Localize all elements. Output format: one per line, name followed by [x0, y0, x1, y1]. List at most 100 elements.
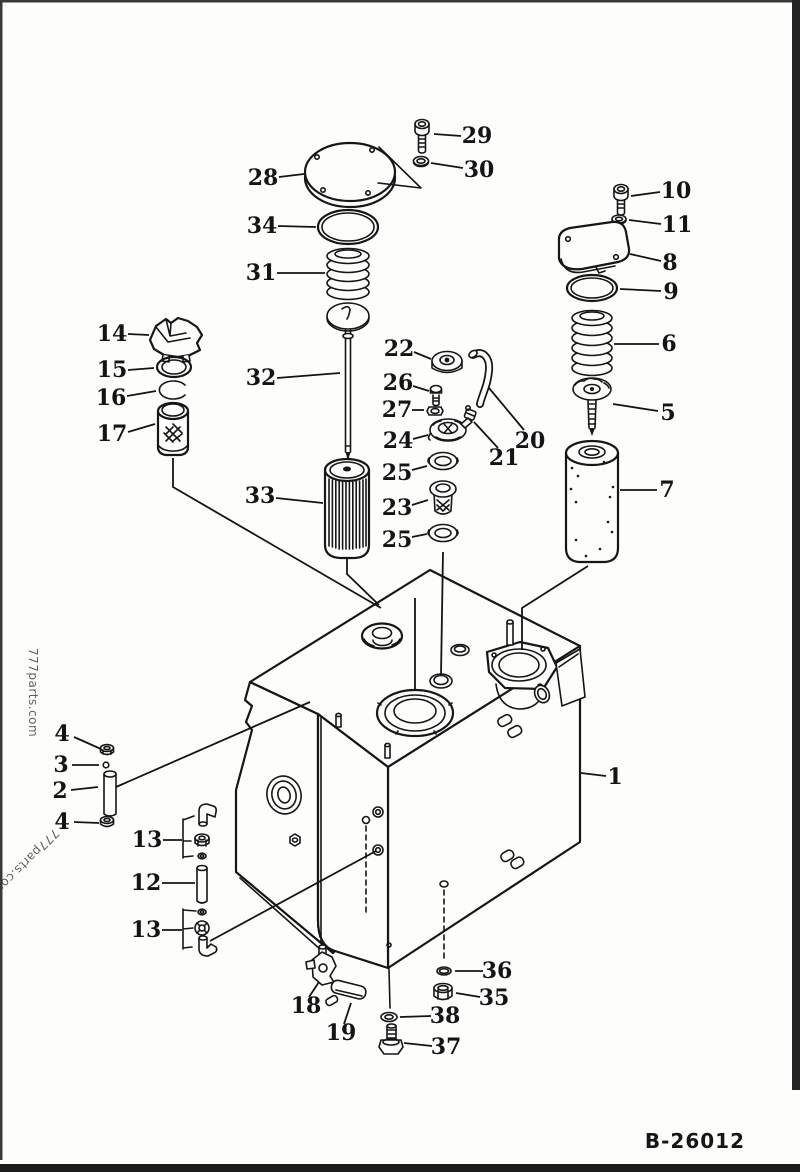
o-ring-34 — [316, 208, 380, 246]
callout-leader-line — [411, 499, 429, 506]
callout-number: 22 — [384, 336, 415, 362]
spring-31 — [326, 247, 370, 301]
mounting-stud — [335, 712, 342, 728]
callout-number: 26 — [383, 370, 414, 396]
bolt-26 — [429, 384, 443, 407]
callout-part-2: 2 — [52, 778, 99, 804]
panel-flange — [266, 775, 302, 815]
callout-leader-line — [473, 421, 499, 449]
callout-part-4: 4 — [54, 721, 102, 750]
tube-12 — [196, 864, 208, 904]
callout-part-35: 35 — [455, 985, 509, 1011]
assembly-lines — [115, 458, 589, 942]
callout-part-18: 18 — [291, 981, 322, 1019]
callout-part-12: 12 — [131, 870, 195, 896]
callout-number: 27 — [382, 397, 413, 423]
callout-part-34: 34 — [247, 213, 317, 239]
callout-number: 36 — [482, 958, 513, 984]
bolt-37 — [378, 1023, 404, 1055]
callout-leader-line — [628, 219, 662, 225]
callout-number: 33 — [245, 483, 276, 509]
callout-leader-line — [276, 372, 341, 379]
callout-leader-line — [126, 390, 157, 397]
fitting-group-13-upper — [182, 803, 217, 860]
callout-number: 21 — [489, 445, 520, 471]
cover-plate-28 — [303, 141, 422, 209]
dipstick-32 — [326, 302, 370, 461]
callout-part-17: 17 — [97, 421, 156, 447]
breather-valve-24 — [427, 417, 473, 442]
callout-leader-line — [619, 288, 662, 292]
callout-number: 4 — [54, 721, 69, 747]
bolt-10 — [613, 183, 629, 216]
hydraulic-tank-body — [234, 568, 586, 1009]
drain-port — [439, 880, 449, 888]
callout-number: 5 — [660, 400, 675, 426]
callout-layer: 2930283431323310118965714151617222627242… — [52, 123, 692, 1060]
gasket-25-lower — [427, 523, 459, 543]
callout-part-4: 4 — [54, 809, 100, 835]
nut-4-lower — [99, 815, 115, 828]
drain-valve-18 — [305, 944, 337, 986]
callout-number: 8 — [662, 250, 677, 276]
callout-part-13: 13 — [131, 917, 182, 943]
callout-part-13: 13 — [132, 827, 182, 853]
callout-leader-line — [70, 786, 99, 791]
filler-cap-14 — [148, 316, 204, 363]
callout-part-31: 31 — [246, 260, 325, 286]
callout-part-37: 37 — [403, 1034, 461, 1060]
callout-part-5: 5 — [612, 400, 676, 426]
corner-hole — [386, 942, 392, 948]
callout-leader-line — [412, 385, 430, 392]
callout-number: 30 — [464, 157, 495, 183]
callout-leader-line — [343, 1002, 352, 1025]
front-face-nuts — [372, 806, 384, 856]
callout-number: 16 — [96, 385, 127, 411]
filler-neck-ring — [360, 622, 404, 650]
callout-part-16: 16 — [96, 385, 157, 411]
callout-part-10: 10 — [630, 178, 691, 204]
callout-part-25: 25 — [382, 460, 428, 486]
callout-number: 13 — [132, 827, 163, 853]
vent-port — [450, 643, 470, 657]
nut-27 — [426, 406, 444, 416]
callout-number: 28 — [248, 165, 279, 191]
panel-bolt — [289, 833, 301, 847]
gasket-25-upper — [427, 451, 459, 471]
valve-handle-19 — [325, 979, 367, 1007]
callout-part-24: 24 — [383, 428, 429, 454]
callout-part-9: 9 — [619, 279, 679, 305]
spring-6 — [571, 309, 613, 377]
callout-leader-line — [73, 821, 100, 824]
bypass-valve-5 — [572, 377, 612, 436]
elbow-fitting — [497, 713, 523, 739]
callout-number: 18 — [291, 993, 322, 1019]
callout-part-21: 21 — [473, 421, 520, 471]
callout-number: 23 — [382, 495, 413, 521]
callout-leader-line — [413, 351, 432, 360]
callout-leader-line — [612, 403, 659, 412]
tank-front-left-face — [316, 712, 390, 970]
breather-port — [429, 673, 453, 689]
pump-mount-flange — [485, 619, 559, 710]
callout-part-3: 3 — [53, 752, 99, 778]
callout-part-25: 25 — [382, 527, 428, 553]
callout-part-8: 8 — [629, 250, 678, 276]
callout-number: 29 — [462, 123, 493, 149]
tube-2 — [103, 770, 117, 817]
callout-part-22: 22 — [384, 336, 432, 362]
callout-leader-line — [580, 772, 607, 777]
callout-number: 25 — [382, 527, 413, 553]
callout-number: 9 — [663, 279, 678, 305]
return-filter-element-33 — [323, 457, 371, 560]
callout-part-38: 38 — [399, 1003, 460, 1029]
callout-part-33: 33 — [245, 483, 324, 509]
snap-ring-16 — [158, 380, 186, 400]
hose-20 — [468, 349, 494, 408]
callout-number: 4 — [54, 809, 69, 835]
cap-22 — [431, 350, 463, 374]
callout-leader-line — [411, 465, 428, 471]
